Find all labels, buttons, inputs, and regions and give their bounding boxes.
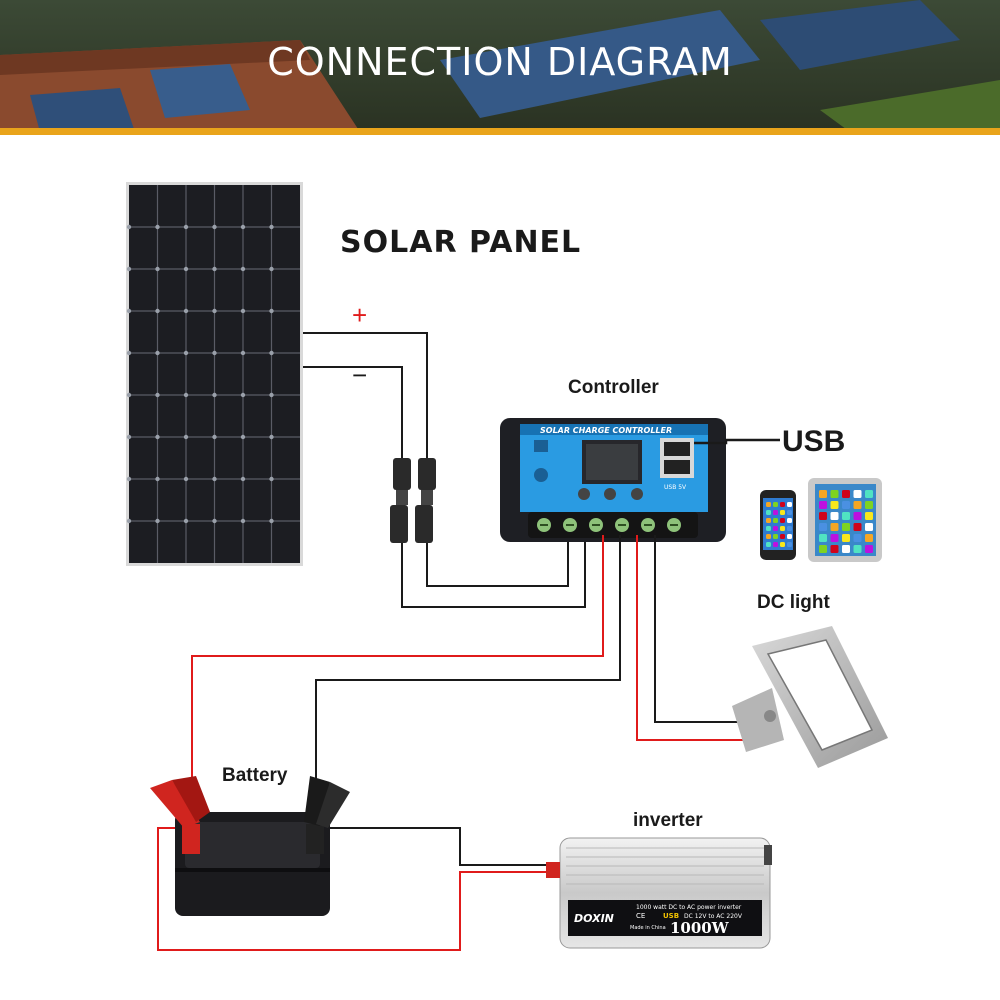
mc4-connectors [390,458,436,543]
controller-usb-port-text: USB 5V [664,484,687,491]
battery-label: Battery [222,765,288,786]
charge-controller [500,418,726,542]
inverter-ce: CE [636,912,645,920]
inverter-watts: 1000W [670,919,730,937]
solar-panel [126,182,303,566]
inverter-usb: USB [663,912,679,920]
negative-sign: − [352,360,368,390]
inverter-desc: 1000 watt DC to AC power inverter [636,904,742,911]
dc-light-label: DC light [757,592,830,613]
inverter-wires [157,827,552,951]
solar-panel-label: SOLAR PANEL [340,225,582,260]
dc-floodlight [732,626,888,768]
inverter-label: inverter [633,810,703,831]
positive-sign: + [352,300,368,330]
load-wires [636,535,745,741]
battery [150,776,350,916]
usb-cable [694,438,780,445]
tablet [808,478,882,562]
controller-face-title: SOLAR CHARGE CONTROLLER [540,426,672,435]
panel-wires [303,332,586,608]
header-accent-bar [0,128,1000,135]
controller-label: Controller [568,377,659,398]
phone [760,490,796,560]
battery-wires [191,535,621,820]
inverter-made: Made in China [630,925,666,931]
header-banner [0,0,1000,135]
inverter: DOXIN 1000 watt DC to AC power inverter … [546,837,772,949]
inverter-brand: DOXIN [574,912,614,925]
usb-label: USB [782,425,846,458]
page-title: CONNECTION DIAGRAM [267,40,733,84]
inverter-spec: DC 12V to AC 220V [684,913,743,920]
